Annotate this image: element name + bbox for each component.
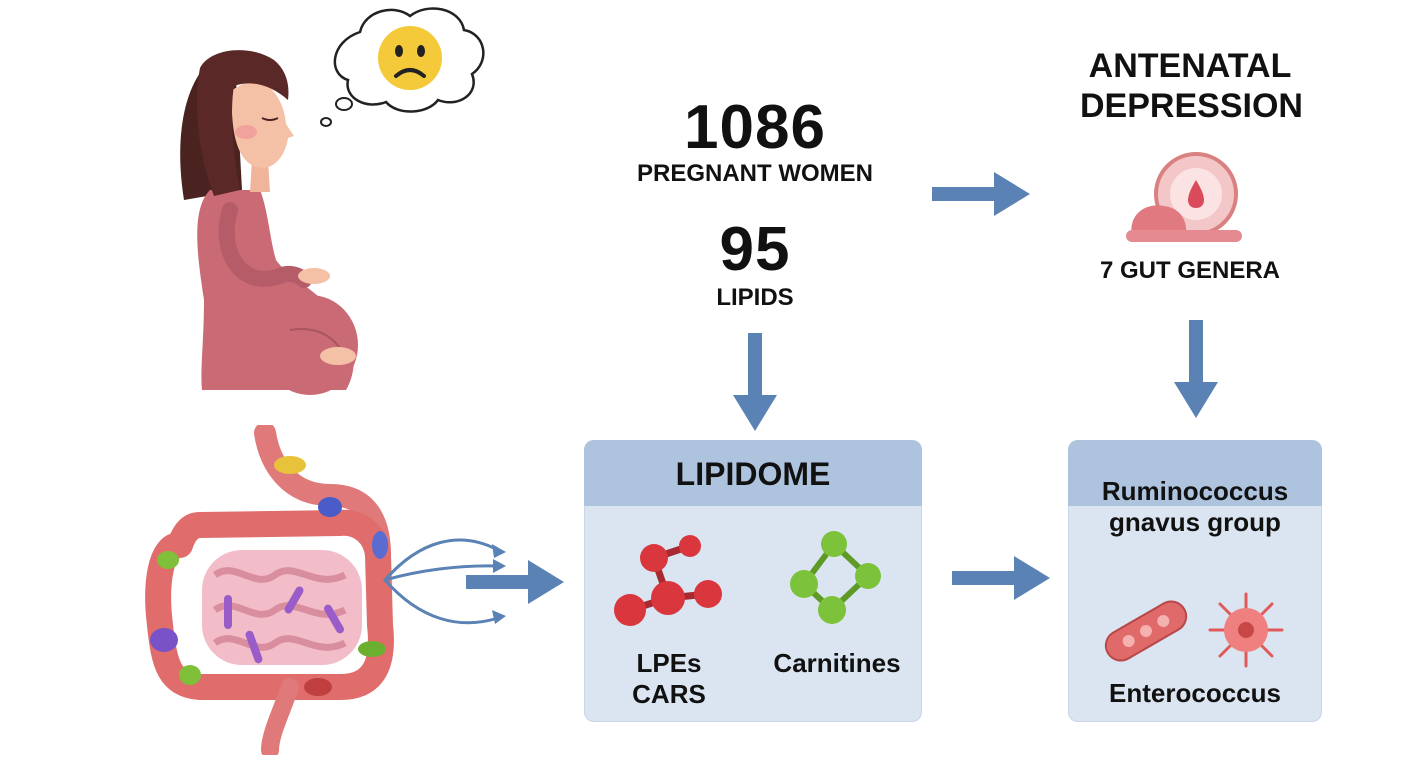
microbe-panel: Ruminococcus gnavus group Enterococcus bbox=[1068, 440, 1322, 722]
lpes-label: LPEs bbox=[636, 648, 702, 678]
pregnant-woman-icon bbox=[180, 50, 358, 395]
arrow-lipidome-to-microbes bbox=[952, 556, 1050, 600]
molecule-icon bbox=[614, 535, 722, 626]
arrow-lipids-down bbox=[733, 333, 777, 431]
microbe-panel-header bbox=[1068, 440, 1322, 506]
bacteria-icon bbox=[1208, 592, 1284, 668]
branch-arrows bbox=[383, 538, 506, 625]
lipidome-panel-header bbox=[584, 440, 922, 506]
ruminococcus-label: Ruminococcus gnavus group bbox=[1101, 476, 1289, 537]
cars-label: CARS bbox=[632, 679, 706, 709]
genera-label: 7 GUT GENERA bbox=[1099, 257, 1281, 284]
lipidome-panel: LIPIDOME LPEs CARS Carnitines bbox=[584, 440, 922, 722]
arrow-women-to-depression bbox=[932, 172, 1030, 216]
women-label: PREGNANT WOMEN bbox=[637, 160, 873, 187]
bacteria-icon bbox=[1104, 600, 1188, 662]
gut-microbiome-icon bbox=[145, 425, 394, 755]
arrow-genera-down bbox=[1174, 320, 1218, 418]
molecule-icon bbox=[790, 531, 881, 624]
carnitines-label: Carnitines bbox=[773, 648, 901, 678]
lipidome-title: LIPIDOME bbox=[675, 456, 831, 492]
brain-emotion-icon bbox=[1126, 152, 1242, 242]
outcome-title: ANTENATAL DEPRESSION bbox=[1080, 47, 1303, 125]
enterococcus-label: Enterococcus bbox=[1109, 678, 1281, 708]
lipids-count: 95 bbox=[719, 215, 791, 284]
arrow-gut-to-lipidome bbox=[466, 560, 564, 604]
women-count: 1086 bbox=[684, 93, 826, 162]
lipids-label: LIPIDS bbox=[716, 284, 794, 311]
sad-face-thought-icon bbox=[320, 7, 485, 127]
